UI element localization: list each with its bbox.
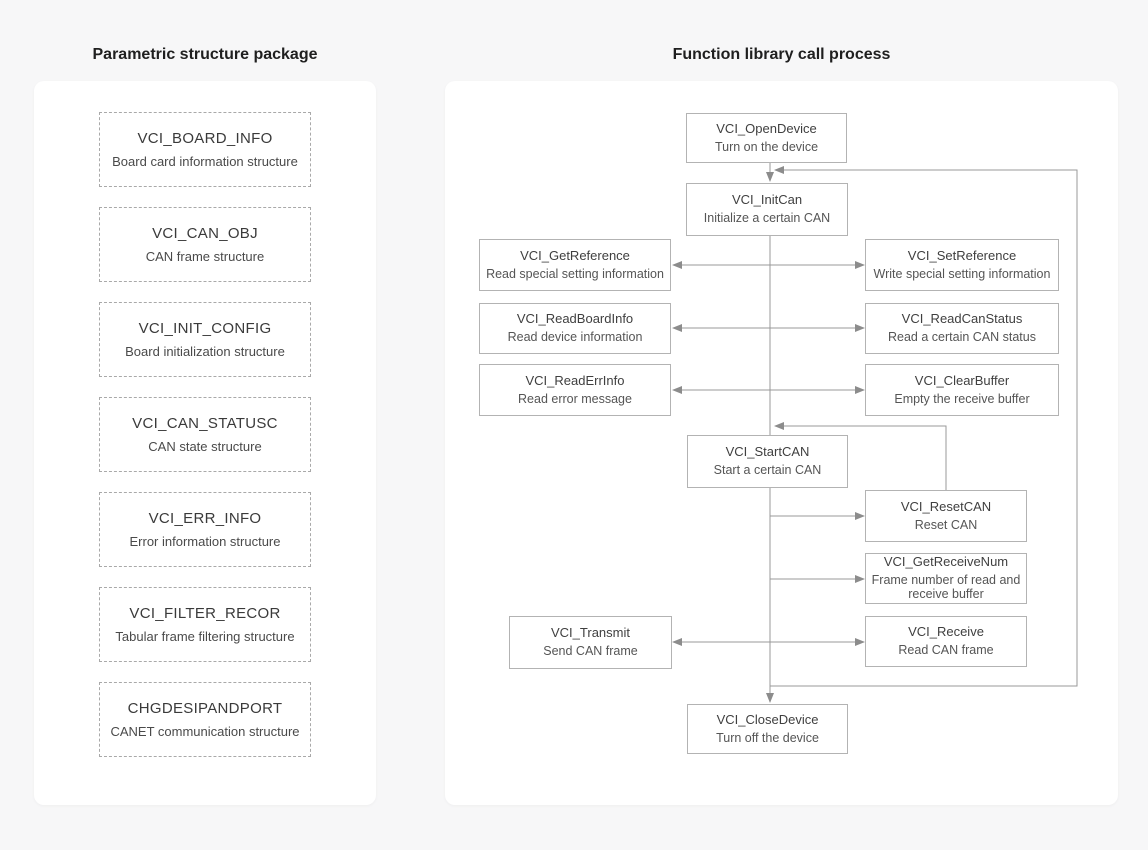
flow-node-vci-transmit: VCI_Transmit Send CAN frame (509, 616, 672, 669)
structure-list: VCI_BOARD_INFO Board card information st… (99, 112, 311, 777)
flow-node-vci-getreceivenum: VCI_GetReceiveNum Frame number of read a… (865, 553, 1027, 604)
flow-node-name: VCI_SetReference (907, 247, 1017, 263)
flow-node-name: VCI_GetReference (520, 247, 630, 263)
flow-node-vci-getreference: VCI_GetReference Read special setting in… (479, 239, 671, 291)
flow-node-vci-resetcan: VCI_ResetCAN Reset CAN (865, 490, 1027, 542)
flow-node-name: VCI_InitCan (731, 192, 803, 208)
right-panel-title: Function library call process (672, 46, 891, 63)
flow-node-name: VCI_StartCAN (725, 444, 810, 460)
struct-name: VCI_BOARD_INFO (137, 130, 273, 147)
flow-node-name: VCI_Transmit (551, 625, 630, 641)
flow-node-name: VCI_OpenDevice (716, 120, 817, 136)
flow-node-desc: Reset CAN (914, 517, 978, 532)
flow-node-name: VCI_Receive (908, 624, 984, 640)
flow-node-vci-readboardinfo: VCI_ReadBoardInfo Read device informatio… (479, 303, 671, 354)
struct-desc: Board initialization structure (125, 344, 285, 359)
connector-feedback-loop (770, 166, 1078, 687)
left-panel-title: Parametric structure package (92, 46, 318, 63)
struct-desc: CANET communication structure (110, 724, 300, 739)
struct-box-vci-board-info: VCI_BOARD_INFO Board card information st… (99, 112, 311, 187)
struct-box-chgdesipandport: CHGDESIPANDPORT CANET communication stru… (99, 682, 311, 757)
flow-node-desc: Frame number of read and receive buffer (871, 573, 1021, 602)
flow-node-desc: Empty the receive buffer (894, 391, 1030, 406)
struct-name: VCI_CAN_STATUSC (132, 415, 278, 432)
struct-desc: CAN state structure (148, 439, 262, 454)
struct-box-vci-can-obj: VCI_CAN_OBJ CAN frame structure (99, 207, 311, 282)
flow-node-vci-startcan: VCI_StartCAN Start a certain CAN (687, 435, 848, 488)
struct-name: VCI_INIT_CONFIG (138, 320, 272, 337)
flow-node-vci-closedevice: VCI_CloseDevice Turn off the device (687, 704, 848, 754)
struct-box-vci-init-config: VCI_INIT_CONFIG Board initialization str… (99, 302, 311, 377)
struct-name: CHGDESIPANDPORT (127, 700, 283, 717)
flow-node-name: VCI_ClearBuffer (914, 372, 1010, 388)
struct-desc: Error information structure (129, 534, 281, 549)
flow-node-desc: Write special setting information (873, 266, 1051, 281)
flow-node-vci-clearbuffer: VCI_ClearBuffer Empty the receive buffer (865, 364, 1059, 416)
struct-box-vci-can-statusc: VCI_CAN_STATUSC CAN state structure (99, 397, 311, 472)
struct-desc: CAN frame structure (145, 249, 265, 264)
flow-node-vci-receive: VCI_Receive Read CAN frame (865, 616, 1027, 667)
flow-node-desc: Send CAN frame (543, 644, 638, 659)
flow-node-desc: Read a certain CAN status (888, 330, 1036, 345)
flow-node-desc: Start a certain CAN (713, 463, 822, 478)
flow-node-vci-initcan: VCI_InitCan Initialize a certain CAN (686, 183, 848, 236)
flow-node-name: VCI_ResetCAN (900, 498, 992, 514)
struct-desc: Tabular frame filtering structure (115, 629, 295, 644)
flow-node-vci-readcanstatus: VCI_ReadCanStatus Read a certain CAN sta… (865, 303, 1059, 354)
flow-node-name: VCI_ReadBoardInfo (516, 311, 634, 327)
flow-node-desc: Read CAN frame (898, 643, 994, 658)
struct-box-vci-filter-recor: VCI_FILTER_RECOR Tabular frame filtering… (99, 587, 311, 662)
parametric-structure-card: VCI_BOARD_INFO Board card information st… (34, 81, 376, 805)
struct-box-vci-err-info: VCI_ERR_INFO Error information structure (99, 492, 311, 567)
flow-node-desc: Read error message (518, 391, 632, 406)
flow-node-desc: Turn off the device (716, 730, 819, 745)
struct-desc: Board card information structure (112, 154, 298, 169)
flow-node-vci-readerrinfo: VCI_ReadErrInfo Read error message (479, 364, 671, 416)
struct-name: VCI_FILTER_RECOR (129, 605, 281, 622)
flow-node-name: VCI_ReadErrInfo (525, 372, 625, 388)
struct-name: VCI_ERR_INFO (148, 510, 262, 527)
flow-node-name: VCI_CloseDevice (716, 711, 819, 727)
flow-node-name: VCI_ReadCanStatus (901, 311, 1023, 327)
flow-node-vci-opendevice: VCI_OpenDevice Turn on the device (686, 113, 847, 163)
flow-node-desc: Read device information (507, 330, 643, 345)
flow-node-name: VCI_GetReceiveNum (883, 554, 1009, 570)
struct-name: VCI_CAN_OBJ (152, 225, 258, 242)
flow-node-desc: Initialize a certain CAN (703, 211, 831, 226)
flow-node-desc: Turn on the device (714, 139, 819, 154)
flow-node-desc: Read special setting information (486, 266, 664, 281)
flow-node-vci-setreference: VCI_SetReference Write special setting i… (865, 239, 1059, 291)
connector-resetcan-return (774, 422, 947, 490)
